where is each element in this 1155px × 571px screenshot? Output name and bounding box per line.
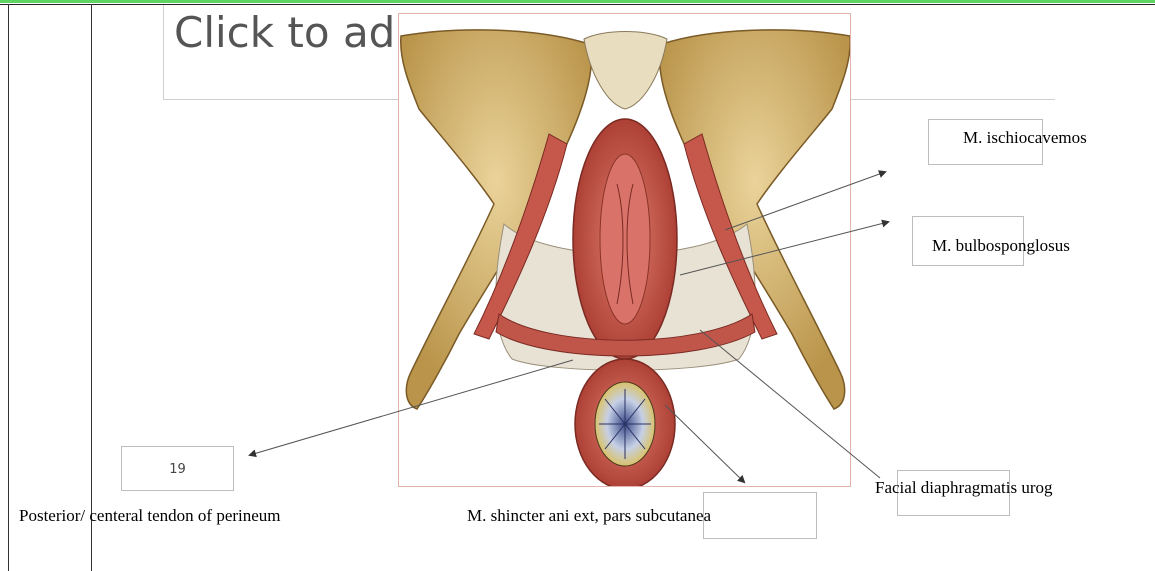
leader-ischiocavernosus xyxy=(725,172,885,230)
label-sphincter-ani: M. shincter ani ext, pars subcutanea xyxy=(467,506,711,526)
label-ischiocavernosus: M. ischiocavemos xyxy=(963,128,1087,148)
label-fascia-diaphragmatis: Facial diaphragmatis urog xyxy=(875,478,1053,498)
label-central-tendon: Posterior/ centeral tendon of perineum xyxy=(19,506,281,526)
answer-box-sphincter-ani[interactable] xyxy=(703,492,817,539)
answer-box-central-tendon[interactable]: 19 xyxy=(121,446,234,491)
leader-bulbospongiosus xyxy=(680,222,888,275)
leader-fascia-diaphragmatis xyxy=(700,330,880,478)
leader-central-tendon xyxy=(250,360,573,455)
leader-sphincter-ani xyxy=(665,405,744,482)
answer-number: 19 xyxy=(169,462,186,477)
label-bulbospongiosus: M. bulbosponglosus xyxy=(932,236,1070,256)
